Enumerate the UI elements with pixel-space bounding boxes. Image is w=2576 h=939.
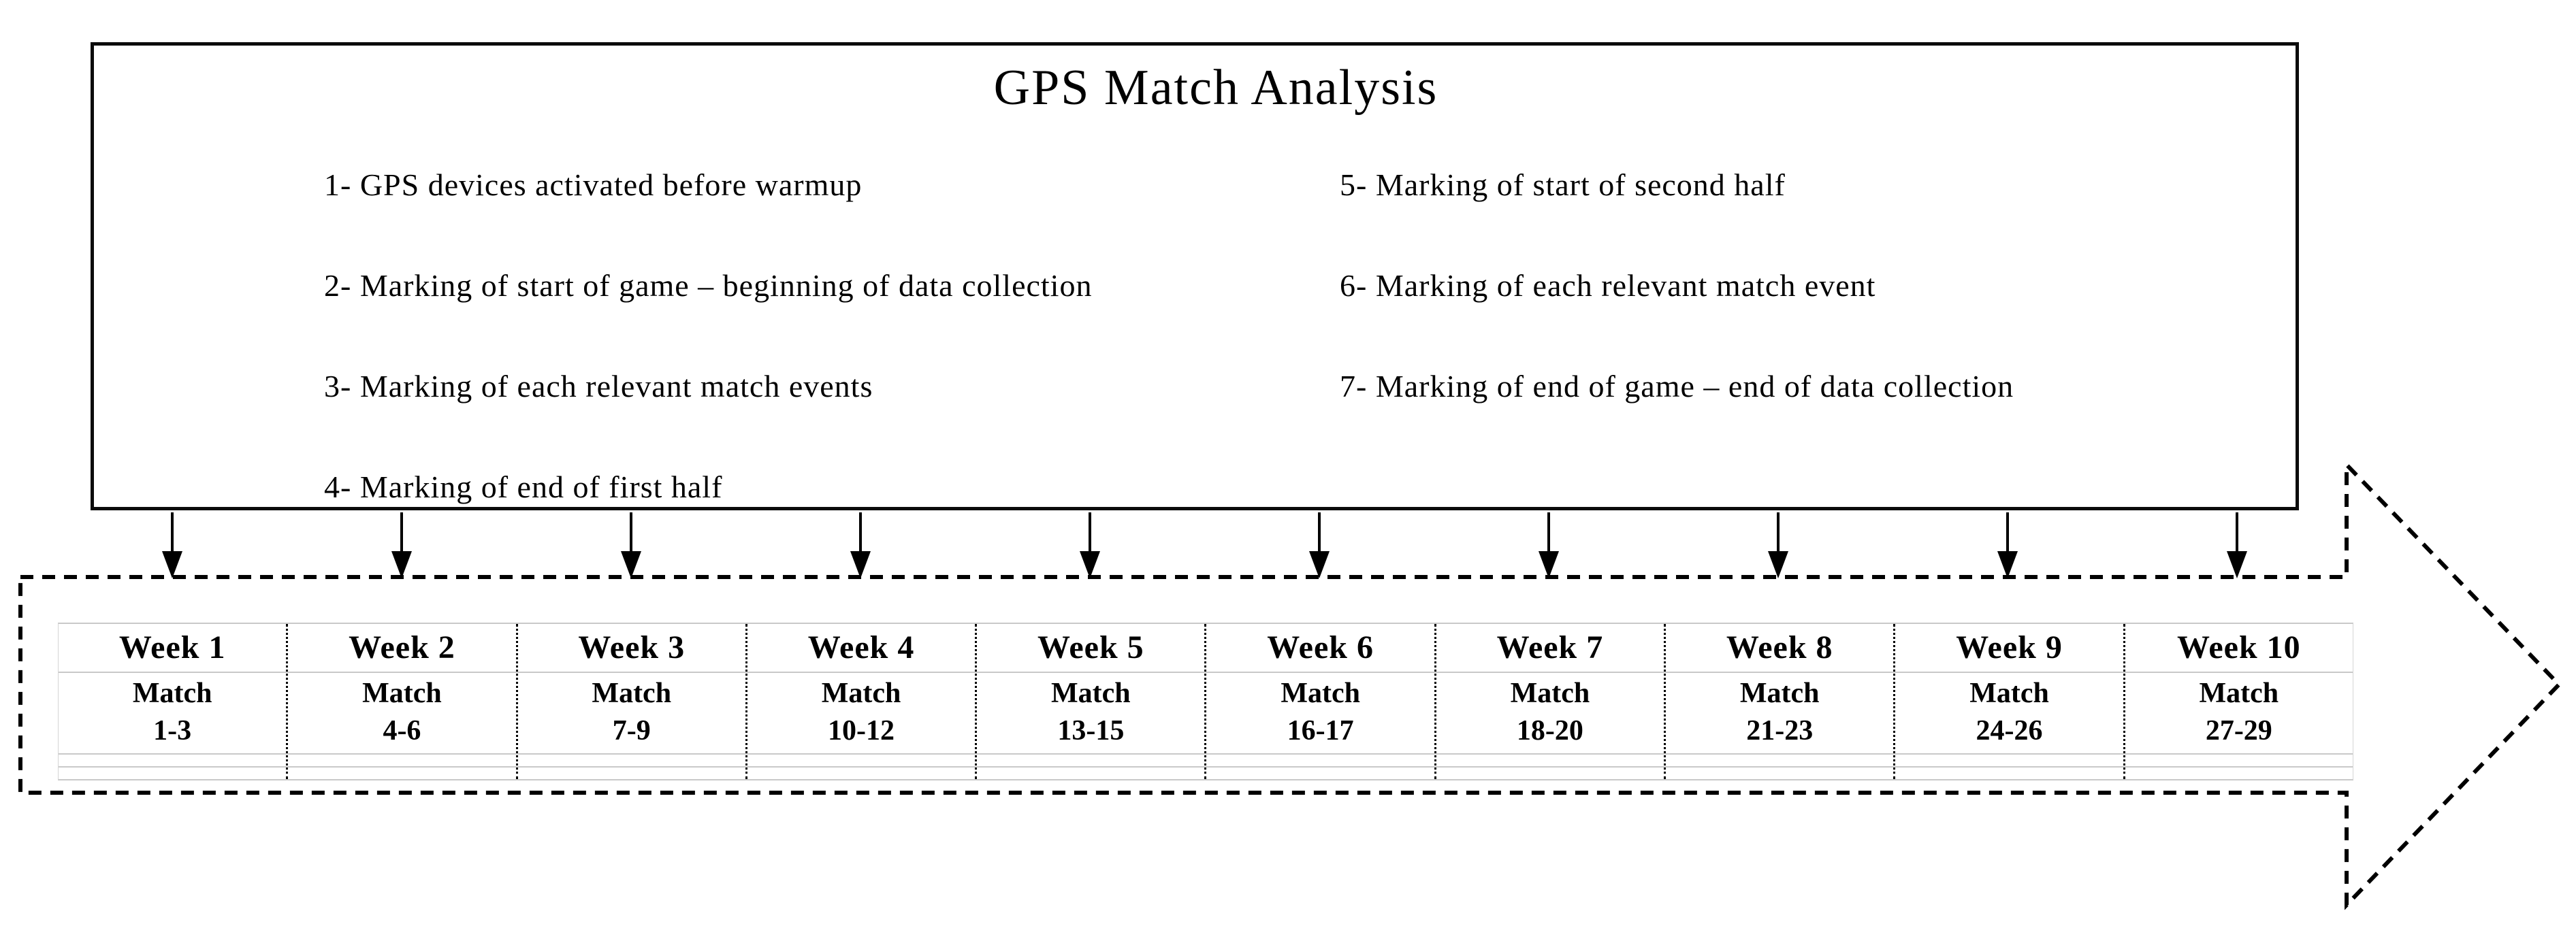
match-range: 21-23 [1746,715,1814,746]
table-grid-line [59,672,2353,673]
down-arrow-icon [1309,512,1330,578]
down-arrow-icon [2227,512,2247,578]
analysis-step-4: 4- Marking of end of first half [324,469,723,504]
match-range: 10-12 [828,715,895,746]
week-column-10: Week 10 Match 27-29 [2123,624,2353,779]
match-label: Match [1051,678,1131,709]
week-label: Week 3 [578,629,686,665]
match-range: 13-15 [1057,715,1125,746]
match-label: Match [2199,678,2279,709]
table-grid-line [59,766,2353,768]
match-range: 1-3 [153,715,192,746]
week-column-2: Week 2 Match 4-6 [286,624,515,779]
match-range: 7-9 [612,715,651,746]
match-range: 4-6 [383,715,421,746]
analysis-step-2: 2- Marking of start of game – beginning … [324,268,1093,303]
week-timeline-table: Week 1 Match 1-3 Week 2 Match 4-6 Week 3 M… [58,623,2353,780]
week-column-5: Week 5 Match 13-15 [975,624,1204,779]
box-title: GPS Match Analysis [950,55,1481,120]
match-label: Match [1281,678,1360,709]
week-label: Week 10 [2176,629,2301,665]
analysis-step-5: 5- Marking of start of second half [1340,167,1786,202]
week-label: Week 8 [1726,629,1833,665]
down-arrow-icon [162,512,182,578]
gps-analysis-box: GPS Match Analysis 1- GPS devices activa… [91,42,2299,510]
week-column-9: Week 9 Match 24-26 [1893,624,2123,779]
week-column-1: Week 1 Match 1-3 [59,624,286,779]
table-grid-line [59,753,2353,755]
match-range: 24-26 [1976,715,2043,746]
down-arrow-icon [1539,512,1559,578]
match-label: Match [1739,678,1820,709]
down-arrow-icon [850,512,871,578]
match-label: Match [1969,678,2049,709]
week-column-6: Week 6 Match 16-17 [1204,624,1434,779]
down-arrow-icon [1997,512,2018,578]
analysis-step-6: 6- Marking of each relevant match event [1340,268,1876,303]
week-column-4: Week 4 Match 10-12 [745,624,975,779]
match-label: Match [592,678,672,709]
week-label: Week 5 [1037,629,1144,665]
week-column-3: Week 3 Match 7-9 [515,624,745,779]
week-column-8: Week 8 Match 21-23 [1664,624,1893,779]
down-arrow-icon [1768,512,1788,578]
week-label: Week 7 [1496,629,1604,665]
match-label: Match [821,678,901,709]
week-column-7: Week 7 Match 18-20 [1434,624,1664,779]
analysis-step-1: 1- GPS devices activated before warmup [324,167,863,202]
match-label: Match [362,678,442,709]
match-label: Match [1510,678,1590,709]
analysis-step-3: 3- Marking of each relevant match events [324,369,873,403]
down-arrow-icon [1080,512,1100,578]
match-range: 27-29 [2205,715,2272,746]
week-label: Week 6 [1267,629,1374,665]
down-arrow-icons [162,512,2247,578]
analysis-step-7: 7- Marking of end of game – end of data … [1340,369,2014,403]
down-arrow-icon [391,512,412,578]
match-range: 18-20 [1516,715,1583,746]
week-label: Week 1 [118,629,226,665]
week-label: Week 4 [807,629,915,665]
match-label: Match [132,678,212,709]
week-label: Week 2 [349,629,455,665]
week-label: Week 9 [1956,629,2063,665]
match-range: 16-17 [1287,715,1354,746]
down-arrow-icon [621,512,641,578]
